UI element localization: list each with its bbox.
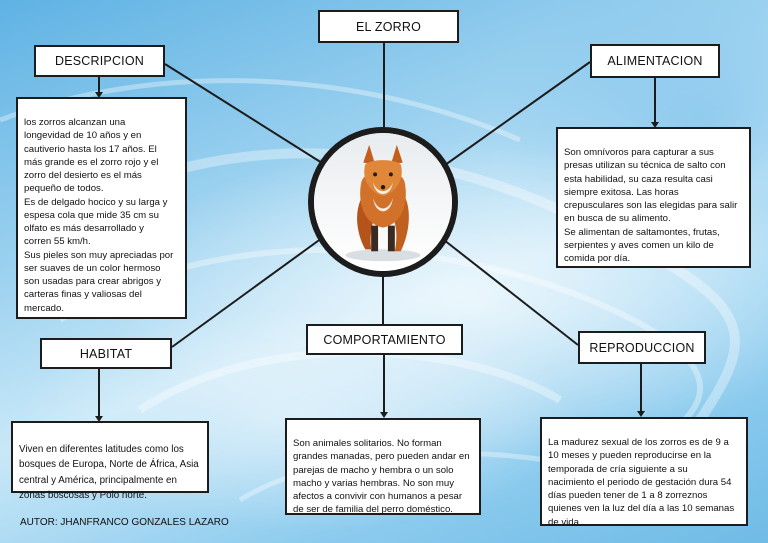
habitat-text-box: Viven en diferentes latitudes como los b… [11, 421, 209, 501]
comportamiento-title-box: COMPORTAMIENTO [306, 324, 463, 355]
alimentacion-title-box: ALIMENTACION [590, 44, 720, 78]
fox-photo [308, 127, 458, 277]
descripcion-title: DESCRIPCION [54, 54, 145, 68]
habitat-title: HABITAT [79, 346, 133, 361]
reproduccion-title-box: REPRODUCCION [578, 331, 706, 364]
diagram-title: EL ZORRO [355, 19, 422, 34]
descripcion-text: los zorros alcanzan una longevidad de 10… [24, 117, 174, 314]
reproduccion-title: REPRODUCCION [589, 340, 695, 355]
title-box: EL ZORRO [318, 10, 459, 43]
fox-icon [314, 133, 452, 271]
author-credit: AUTOR: JHANFRANCO GONZALES LAZARO [20, 517, 229, 528]
habitat-title-box: HABITAT [40, 338, 172, 369]
habitat-text: Viven en diferentes latitudes como los b… [19, 444, 199, 501]
comportamiento-text-box: Son animales solitarios. No forman grand… [285, 418, 481, 515]
comportamiento-text: Son animales solitarios. No forman grand… [293, 438, 470, 516]
reproduccion-text: La madurez sexual de los zorros es de 9 … [548, 437, 735, 528]
alimentacion-text: Son omnívoros para capturar a sus presas… [564, 147, 738, 265]
alimentacion-title: ALIMENTACION [607, 54, 703, 68]
alimentacion-text-box: Son omnívoros para capturar a sus presas… [556, 127, 751, 268]
reproduccion-text-box: La madurez sexual de los zorros es de 9 … [540, 417, 748, 528]
descripcion-title-box: DESCRIPCION [34, 45, 165, 77]
comportamiento-title: COMPORTAMIENTO [323, 332, 446, 347]
descripcion-text-box: los zorros alcanzan una longevidad de 10… [16, 97, 187, 319]
